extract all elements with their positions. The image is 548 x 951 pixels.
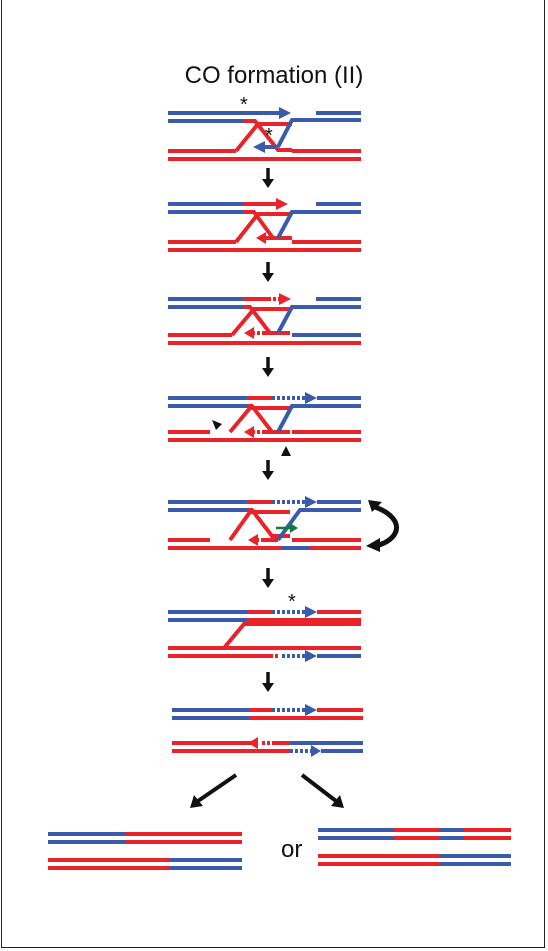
down-arrow-icon — [262, 357, 274, 377]
step-3-dhj-formation — [168, 293, 361, 345]
down-arrow-icon — [262, 568, 274, 588]
rotation-arrow-icon — [366, 538, 380, 552]
nick-arrowhead-icon — [281, 446, 291, 456]
down-arrow-icon — [262, 460, 274, 480]
diagonal-arrow-left-icon — [190, 773, 238, 808]
step-6-resolution-intermediate: * — [168, 591, 361, 662]
down-arrow-icon — [262, 262, 274, 282]
product-alternative — [318, 828, 511, 866]
step-7-separated-duplexes — [172, 704, 363, 757]
asterisk-marker: * — [288, 591, 296, 613]
nick-arrowhead-icon — [212, 420, 222, 430]
step-1-strand-exchange: * * — [168, 94, 361, 161]
diagonal-arrow-right-icon — [300, 773, 344, 808]
asterisk-marker: * — [265, 125, 273, 147]
or-label: or — [281, 836, 303, 863]
diagram-title: CO formation (II) — [184, 62, 364, 89]
rotation-arrow-icon — [368, 500, 382, 512]
product-crossover — [48, 832, 242, 870]
step-4-nicking — [168, 392, 361, 456]
step-5-branch-migration — [168, 496, 399, 552]
down-arrow-icon — [262, 672, 274, 692]
step-2-extension — [168, 198, 361, 252]
synthesis-arrow-icon — [290, 523, 298, 533]
asterisk-marker: * — [240, 94, 248, 116]
down-arrow-icon — [262, 168, 274, 188]
